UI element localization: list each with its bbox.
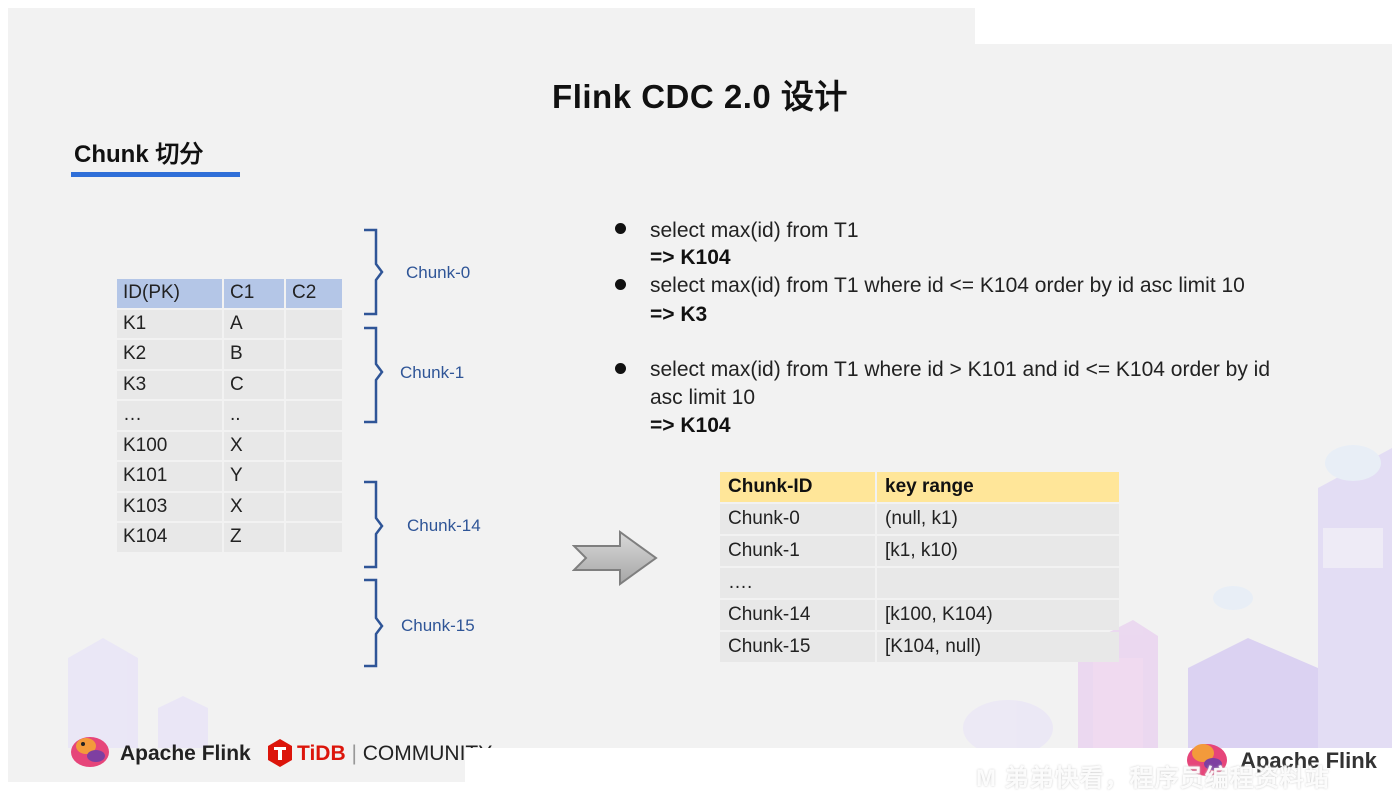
- table-cell: [286, 523, 342, 552]
- community-wordmark: COMMUNITY: [362, 742, 493, 765]
- table-cell: X: [224, 431, 284, 460]
- slide-title: Flink CDC 2.0 设计: [552, 78, 848, 115]
- table-cell: [286, 492, 342, 521]
- table-cell: [K104, null): [877, 632, 1119, 662]
- brace-chunk-0: [364, 228, 384, 316]
- table-cell: [286, 370, 342, 399]
- table-cell: K101: [117, 462, 222, 491]
- header-cell: C1: [224, 279, 284, 308]
- table-cell: Z: [224, 523, 284, 552]
- slide: Flink CDC 2.0 设计 Chunk 切分: [8, 8, 1392, 782]
- table-row: …..: [117, 401, 342, 430]
- table-cell: A: [224, 309, 284, 338]
- flink-logo-icon: [1187, 744, 1227, 776]
- brace-chunk-14: [364, 480, 384, 569]
- tidb-logo-icon: [268, 739, 292, 767]
- bullet-query-2: select max(id) from T1 where id <= K104 …: [650, 274, 1245, 297]
- chunk-label-14: Chunk-14: [407, 516, 481, 535]
- top-right-blank: [975, 8, 1392, 44]
- tidb-wordmark: TiDB: [297, 742, 346, 765]
- header-cell: C2: [286, 279, 342, 308]
- table-cell: X: [224, 492, 284, 521]
- table-cell: [286, 309, 342, 338]
- table-cell: B: [224, 340, 284, 369]
- table-cell: K100: [117, 431, 222, 460]
- arrow-right-icon: [572, 530, 658, 586]
- bullet-dot: [615, 363, 626, 374]
- table-header-row: Chunk-ID key range: [720, 472, 1119, 502]
- table-cell: ….: [720, 568, 875, 598]
- bullet-dot: [615, 223, 626, 234]
- table-cell: K1: [117, 309, 222, 338]
- table-cell: (null, k1): [877, 504, 1119, 534]
- chunk-braces: [364, 228, 384, 668]
- header-cell: ID(PK): [117, 279, 222, 308]
- section-subtitle: Chunk 切分: [74, 141, 204, 168]
- table-cell: C: [224, 370, 284, 399]
- table-cell: [286, 401, 342, 430]
- table-cell: ..: [224, 401, 284, 430]
- table-cell: Chunk-15: [720, 632, 875, 662]
- chunk-range-table: Chunk-ID key range Chunk-0(null, k1) Chu…: [718, 470, 1121, 664]
- subtitle-underline: [71, 172, 240, 177]
- table-row: Chunk-15[K104, null): [720, 632, 1119, 662]
- bullet-query-3-line2: asc limit 10: [650, 386, 756, 409]
- table-cell: K104: [117, 523, 222, 552]
- bullet-result-2: => K3: [650, 303, 708, 326]
- table-cell: [286, 340, 342, 369]
- table-cell: [286, 462, 342, 491]
- table-cell: Chunk-0: [720, 504, 875, 534]
- brace-chunk-1: [364, 326, 384, 424]
- table-cell: …: [117, 401, 222, 430]
- table-cell: Chunk-14: [720, 600, 875, 630]
- bullet-query-3-line1: select max(id) from T1 where id > K101 a…: [650, 358, 1271, 381]
- table-cell: [877, 568, 1119, 598]
- table-cell: Chunk-1: [720, 536, 875, 566]
- apache-flink-wordmark: Apache Flink: [120, 742, 251, 765]
- tidb-community-wordmark: TiDB | COMMUNITY: [297, 742, 493, 765]
- header-cell: key range: [877, 472, 1119, 502]
- background-decoration: [68, 445, 1392, 756]
- chunk-label-15: Chunk-15: [401, 616, 475, 635]
- flink-logo-icon: [71, 737, 109, 767]
- table-row: Chunk-14[k100, K104): [720, 600, 1119, 630]
- table-cell: K103: [117, 492, 222, 521]
- table-row: Chunk-1[k1, k10): [720, 536, 1119, 566]
- chunk-label-0: Chunk-0: [406, 263, 471, 282]
- table-cell: [286, 431, 342, 460]
- bullet-query-1: select max(id) from T1: [650, 219, 859, 242]
- table-cell: [k1, k10): [877, 536, 1119, 566]
- bottom-blank: [465, 748, 1392, 788]
- table-cell: K3: [117, 370, 222, 399]
- header-cell: Chunk-ID: [720, 472, 875, 502]
- bullet-result-3: => K104: [650, 414, 731, 437]
- table-cell: [k100, K104): [877, 600, 1119, 630]
- table-row: Chunk-0(null, k1): [720, 504, 1119, 534]
- bullet-dot: [615, 279, 626, 290]
- table-header-row: ID(PK) C1 C2: [117, 279, 342, 308]
- table-cell: Y: [224, 462, 284, 491]
- bullet-result-1: => K104: [650, 246, 731, 269]
- table-row: ….: [720, 568, 1119, 598]
- chunk-label-1: Chunk-1: [400, 363, 465, 382]
- apache-flink-wordmark-right: Apache Flink: [1240, 748, 1377, 773]
- brace-chunk-15: [364, 578, 384, 668]
- table-cell: K2: [117, 340, 222, 369]
